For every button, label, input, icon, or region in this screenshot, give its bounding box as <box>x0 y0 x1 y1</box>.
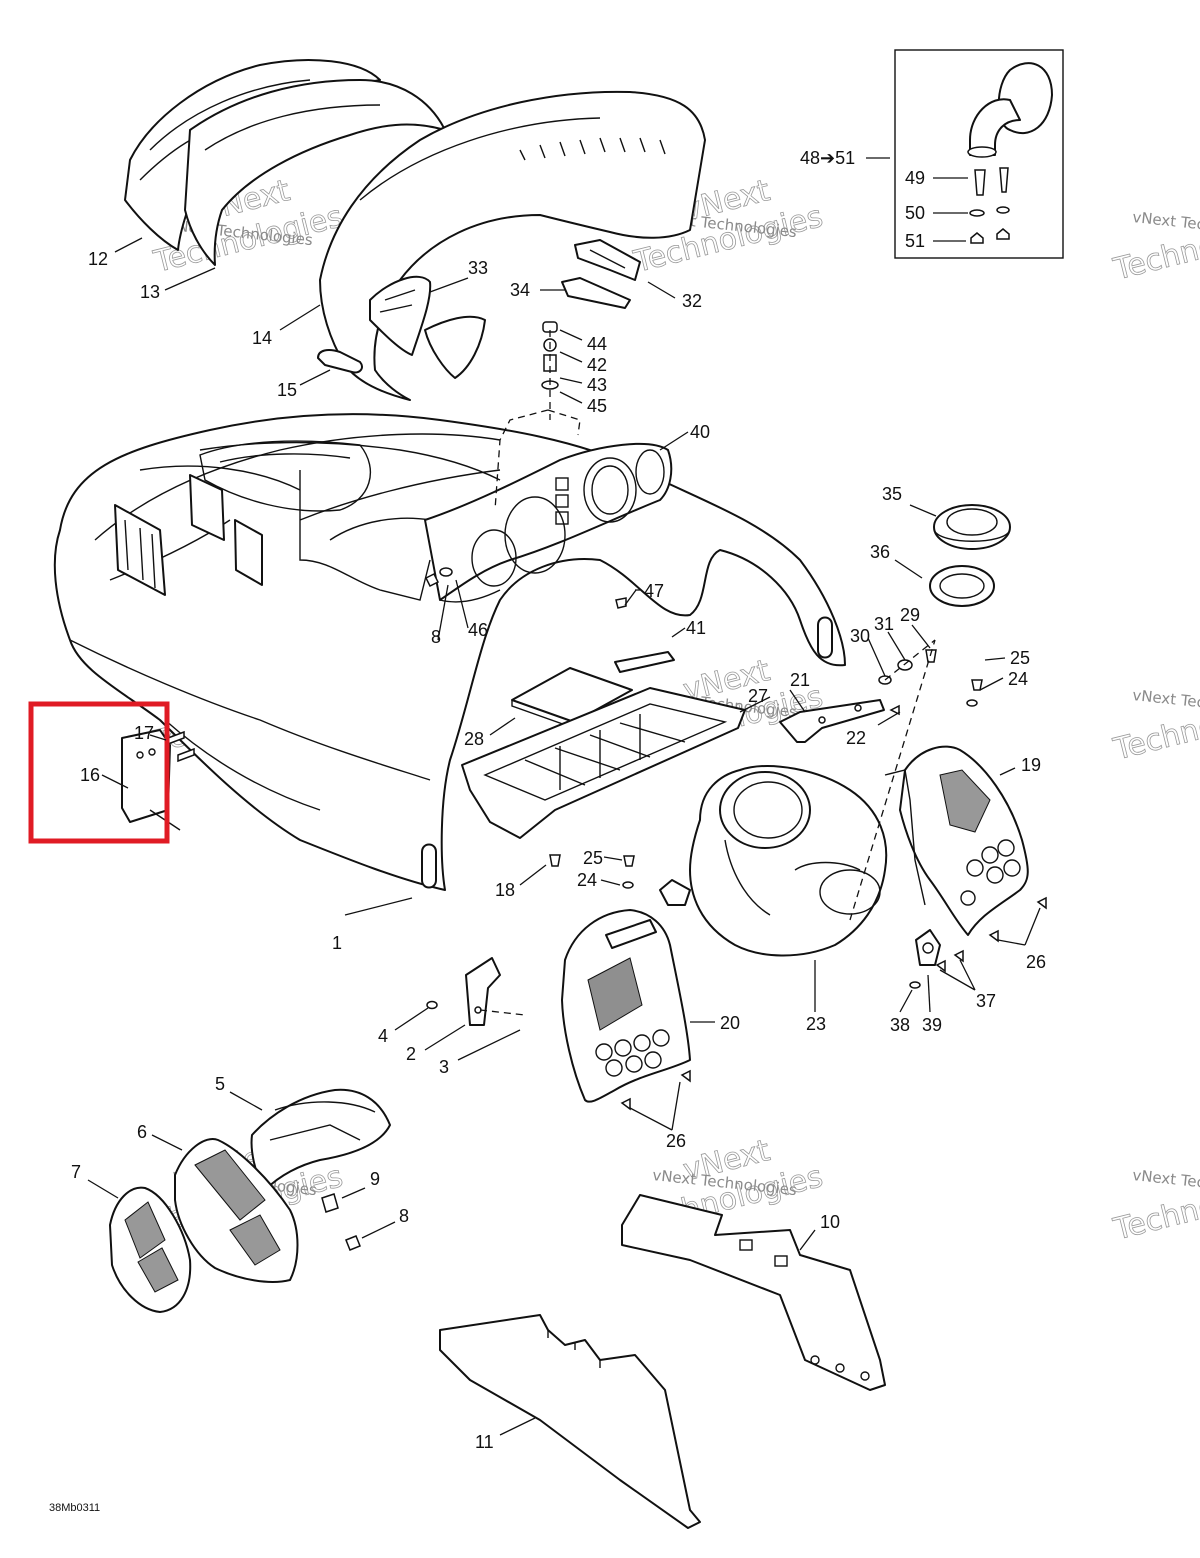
callout-18: 18 <box>495 880 515 900</box>
callout-6: 6 <box>137 1122 147 1142</box>
callout-16: 16 <box>80 765 100 785</box>
part-15 <box>317 349 363 374</box>
callout-24a: 24 <box>1008 669 1028 689</box>
callout-30: 30 <box>850 626 870 646</box>
callout-51: 51 <box>905 231 925 251</box>
callout-27: 27 <box>748 686 768 706</box>
callout-29: 29 <box>900 605 920 625</box>
part-40-gauge-panel <box>424 442 673 603</box>
callout-1: 1 <box>332 933 342 953</box>
part-19-side-panel <box>849 639 1047 943</box>
callout-41: 41 <box>686 618 706 638</box>
inset-box-48-51 <box>866 49 1064 259</box>
callout-19: 19 <box>1021 755 1041 775</box>
part-20-side-panel <box>561 909 691 1111</box>
inset-range-start: 48 <box>800 148 820 168</box>
callout-42: 42 <box>587 355 607 375</box>
callout-47: 47 <box>644 581 664 601</box>
part-35-ring <box>933 504 1011 550</box>
inset-range-end: 51 <box>835 148 855 168</box>
callout-34: 34 <box>510 280 530 300</box>
misc-fasteners <box>424 567 983 889</box>
part-41 <box>614 651 675 673</box>
callout-35: 35 <box>882 484 902 504</box>
callout-14: 14 <box>252 328 272 348</box>
callout-32: 32 <box>682 291 702 311</box>
fastener-9 <box>321 1193 339 1213</box>
callout-31: 31 <box>874 614 894 634</box>
callout-10: 10 <box>820 1212 840 1232</box>
callout-44: 44 <box>587 334 607 354</box>
callout-50: 50 <box>905 203 925 223</box>
callout-20: 20 <box>720 1013 740 1033</box>
callout-13: 13 <box>140 282 160 302</box>
callout-23: 23 <box>806 1014 826 1034</box>
callout-40: 40 <box>690 422 710 442</box>
callout-38: 38 <box>890 1015 910 1035</box>
leader-lines <box>87 237 1041 1436</box>
part-27-tray <box>461 687 746 839</box>
fastener-8 <box>345 1235 361 1251</box>
inset-range-label: 48➔51 <box>800 148 855 168</box>
part-23-console <box>659 765 888 957</box>
callout-7: 7 <box>71 1162 81 1182</box>
callout-36: 36 <box>870 542 890 562</box>
inset-range-arrow: ➔ <box>820 148 835 168</box>
callout-5: 5 <box>215 1074 225 1094</box>
callout-2: 2 <box>406 1044 416 1064</box>
callout-49: 49 <box>905 168 925 188</box>
callout-17: 17 <box>134 723 154 743</box>
callout-46: 46 <box>468 620 488 640</box>
part-36-ring <box>929 565 995 607</box>
part-11-plate <box>439 1314 701 1529</box>
highlight-box <box>28 701 170 844</box>
part-10-plate <box>621 1194 886 1391</box>
hardware-stack <box>541 321 559 420</box>
callout-28: 28 <box>464 729 484 749</box>
callout-21: 21 <box>790 670 810 690</box>
callout-9: 9 <box>370 1169 380 1189</box>
callout-25a: 25 <box>1010 648 1030 668</box>
part-14-windshield <box>319 90 706 401</box>
part-13-windshield <box>184 79 446 266</box>
part-33 <box>369 275 432 356</box>
callout-11: 11 <box>475 1432 494 1452</box>
callout-26b: 26 <box>666 1131 686 1151</box>
callout-26a: 26 <box>1026 952 1046 972</box>
callout-12: 12 <box>88 249 108 269</box>
callout-4: 4 <box>378 1026 388 1046</box>
part-7-grille <box>109 1186 192 1313</box>
part-34 <box>424 315 486 379</box>
part-1-hood <box>53 413 846 891</box>
callout-45: 45 <box>587 396 607 416</box>
part-21-bracket <box>779 639 937 743</box>
callout-labels: 12 13 14 15 33 34 32 44 42 43 45 40 48➔5… <box>49 148 1046 1514</box>
drawing-code: 38Mb0311 <box>49 1502 100 1514</box>
part-32 <box>574 239 641 281</box>
callout-37: 37 <box>976 991 996 1011</box>
part-39-clip <box>909 929 964 989</box>
callout-39: 39 <box>922 1015 942 1035</box>
callout-25b: 25 <box>583 848 603 868</box>
callout-15: 15 <box>277 380 297 400</box>
callout-3: 3 <box>439 1057 449 1077</box>
callout-24b: 24 <box>577 870 597 890</box>
callout-8a: 8 <box>431 627 441 647</box>
callout-22: 22 <box>846 728 866 748</box>
callout-33: 33 <box>468 258 488 278</box>
callout-8b: 8 <box>399 1206 409 1226</box>
part-2-bracket <box>426 957 526 1026</box>
part-6-grille <box>174 1138 299 1283</box>
callout-43: 43 <box>587 375 607 395</box>
part-34b <box>561 277 631 309</box>
